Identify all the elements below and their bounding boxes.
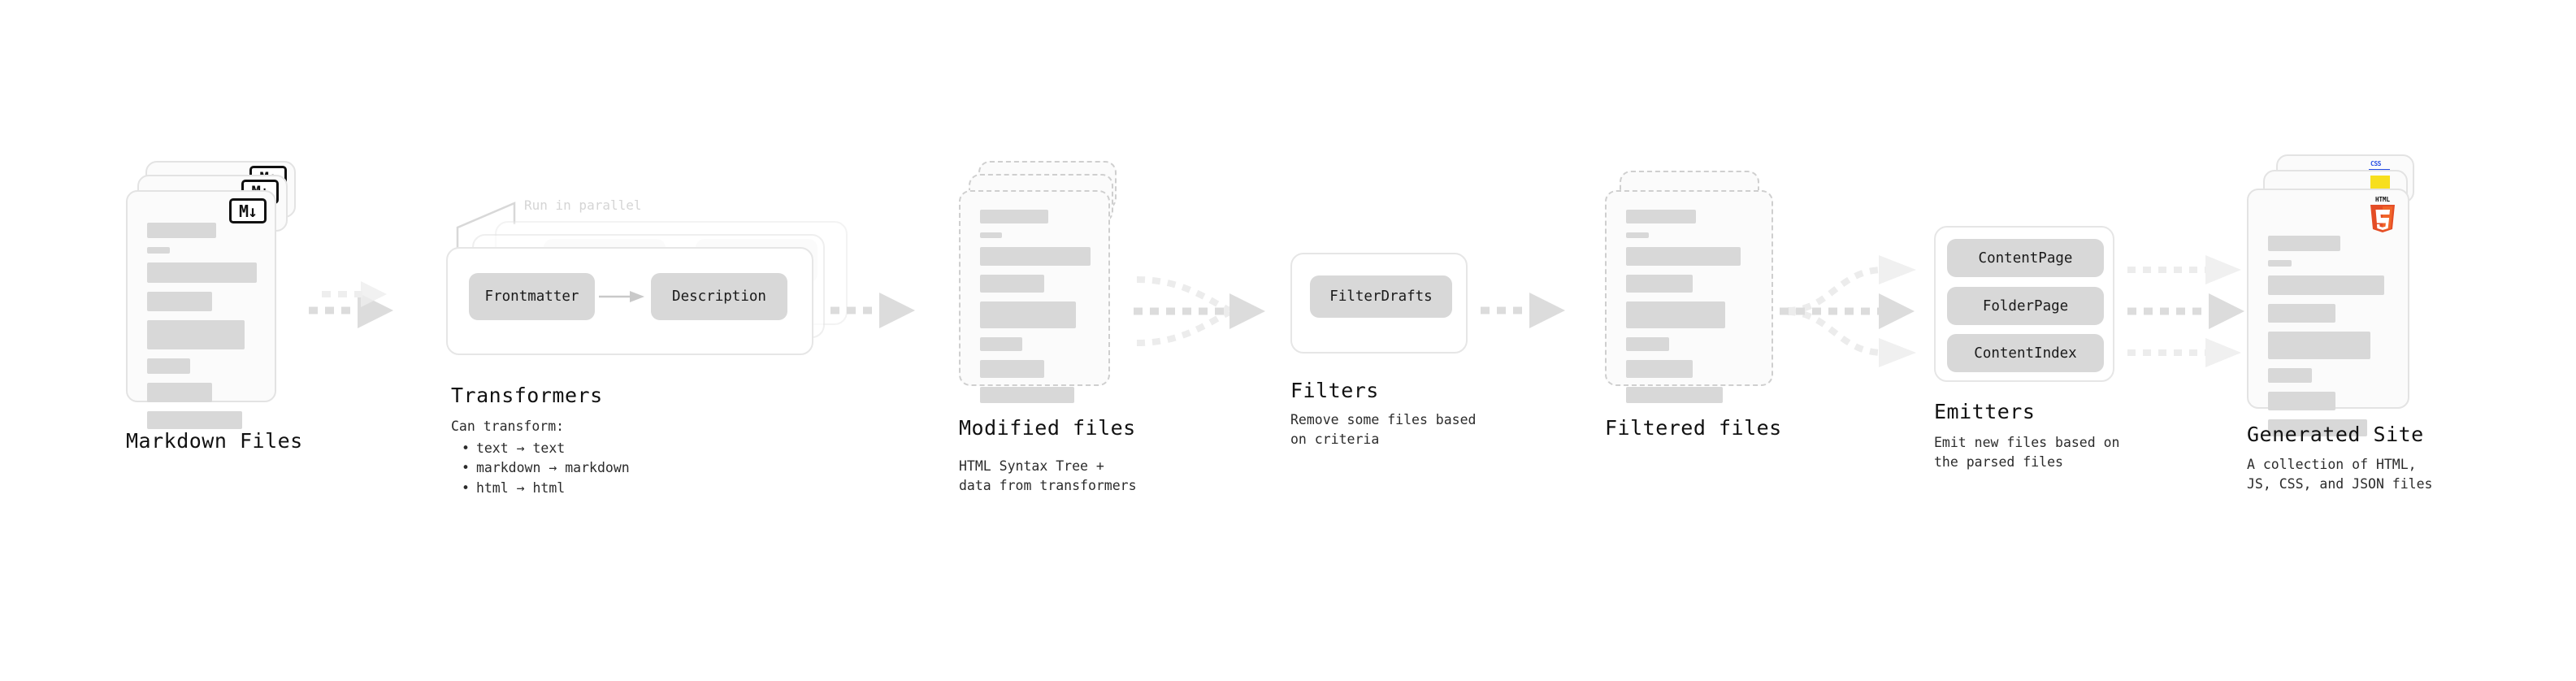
content-bar — [980, 247, 1091, 266]
filter-pill-filterdrafts[interactable]: FilterDrafts — [1310, 275, 1452, 318]
filtered-card-content — [1626, 210, 1754, 412]
content-bar — [147, 247, 171, 254]
transformer-pill-frontmatter[interactable]: Frontmatter — [469, 273, 595, 320]
content-bar — [980, 360, 1044, 378]
svg-text:HTML: HTML — [2375, 196, 2391, 203]
stage-markdown-files: M↓ M↓ M↓ — [126, 161, 301, 429]
run-in-parallel-label: Run in parallel — [524, 197, 642, 213]
stage-title-transformers: Transformers — [451, 384, 603, 407]
stage-subtitle-filters: Remove some files based on criteria — [1290, 412, 1477, 448]
content-bar — [2268, 368, 2312, 383]
transformer-pill-description[interactable]: Description — [651, 273, 787, 320]
stage-emitters: ContentPage FolderPage ContentIndex — [1934, 226, 2114, 382]
site-card-content — [2268, 236, 2390, 445]
stage-title-emitters: Emitters — [1934, 400, 2036, 423]
content-bar — [147, 358, 190, 374]
arrow-filtered-to-emitters — [1780, 255, 1916, 367]
stage-subtitle-transformers: Can transform: — [451, 419, 565, 434]
arrow-filters-to-filtered — [1481, 293, 1565, 328]
content-bar — [1626, 301, 1726, 328]
filtered-file-stack — [1605, 161, 1780, 421]
arrow-markdown-to-transformers — [309, 281, 393, 328]
generated-site-stack: CSS HTML — [2247, 154, 2434, 436]
stage-modified-files — [959, 161, 1134, 421]
content-bar — [1626, 360, 1693, 378]
filters-group-box: FilterDrafts — [1290, 253, 1468, 354]
emitter-pill-contentindex[interactable]: ContentIndex — [1947, 334, 2104, 372]
arrow-transformers-to-modified — [830, 293, 915, 328]
content-bar — [2268, 419, 2367, 436]
content-bar — [980, 275, 1044, 293]
arrow-emitters-to-site — [2127, 255, 2244, 367]
content-bar — [2268, 236, 2340, 251]
stage-subtitle-emitters: Emit new files based on the parsed files — [1934, 435, 2120, 471]
emitter-pill-folderpage[interactable]: FolderPage — [1947, 287, 2104, 325]
content-bar — [980, 210, 1049, 223]
content-bar — [147, 411, 243, 429]
content-bar — [1626, 210, 1697, 223]
content-bar — [147, 223, 217, 238]
content-bar — [1626, 337, 1670, 351]
emitters-group-box: ContentPage FolderPage ContentIndex — [1934, 226, 2114, 382]
content-bar — [1626, 387, 1724, 403]
markdown-icon-front: M↓ — [229, 198, 267, 223]
content-bar — [980, 232, 1003, 238]
transform-type-item: markdown → markdown — [462, 458, 630, 478]
content-bar — [1626, 275, 1693, 293]
stage-subtitle-modified-files: HTML Syntax Tree + data from transformer… — [959, 458, 1137, 494]
modified-card-content — [980, 210, 1091, 412]
parallel-bracket-icon — [456, 202, 516, 249]
content-bar — [1626, 247, 1741, 266]
transform-type-list: text → text markdown → markdown html → h… — [462, 439, 630, 498]
stage-filtered-files — [1605, 161, 1780, 421]
css-icon: CSS — [2370, 160, 2381, 167]
html5-icon: HTML — [2370, 196, 2395, 232]
content-bar — [980, 337, 1022, 351]
content-bar — [980, 387, 1074, 403]
stage-title-modified-files: Modified files — [959, 416, 1136, 440]
arrow-modified-to-filters — [1134, 276, 1265, 346]
content-bar — [980, 301, 1077, 328]
content-bar — [147, 320, 245, 349]
stage-subtitle-generated-site: A collection of HTML, JS, CSS, and JSON … — [2247, 457, 2433, 492]
filtered-card-front — [1605, 190, 1773, 403]
content-bar — [2268, 304, 2335, 323]
stage-title-generated-site: Generated Site — [2247, 423, 2424, 446]
content-bar — [147, 292, 212, 311]
markdown-card-front: M↓ — [126, 190, 276, 429]
emitter-pill-contentpage[interactable]: ContentPage — [1947, 239, 2104, 277]
content-bar — [2268, 275, 2384, 295]
transformer-group-front: Frontmatter Description — [446, 247, 813, 355]
js-icon — [2370, 176, 2390, 190]
markdown-file-stack: M↓ M↓ M↓ — [126, 161, 301, 429]
markdown-card-content — [147, 223, 257, 438]
content-bar — [147, 383, 212, 402]
content-bar — [2268, 260, 2292, 267]
content-bar — [147, 262, 257, 283]
modified-file-stack — [959, 161, 1134, 421]
transform-type-item: html → html — [462, 479, 630, 498]
transform-type-item: text → text — [462, 439, 630, 458]
stage-title-markdown-files: Markdown Files — [126, 429, 303, 453]
stage-filters: FilterDrafts — [1290, 253, 1468, 354]
site-card-html: HTML — [2247, 189, 2409, 436]
content-bar — [2268, 332, 2370, 359]
stage-generated-site: CSS HTML — [2247, 154, 2434, 436]
content-bar — [2268, 392, 2335, 410]
stage-title-filtered-files: Filtered files — [1605, 416, 1782, 440]
modified-card-front — [959, 190, 1110, 403]
content-bar — [1626, 232, 1650, 238]
transformer-arrow-front — [599, 291, 644, 302]
stage-title-filters: Filters — [1290, 379, 1379, 402]
